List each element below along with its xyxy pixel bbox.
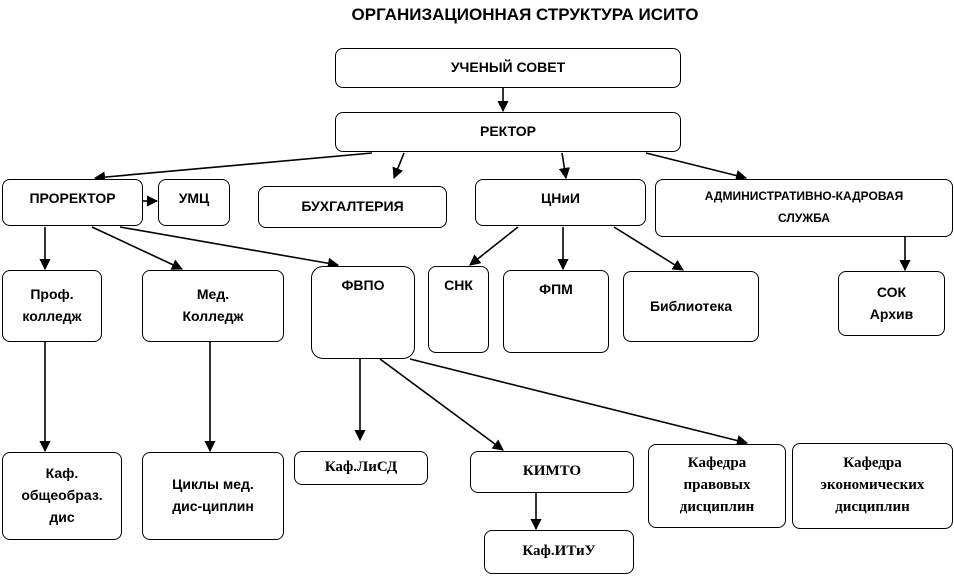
node-admin: АДМИНИСТРАТИВНО-КАДРОВАЯ СЛУЖБА bbox=[655, 179, 953, 237]
node-prof-college: Проф. колледж bbox=[2, 270, 102, 342]
diagram-title: ОРГАНИЗАЦИОННАЯ СТРУКТУРА ИСИТО bbox=[351, 5, 699, 24]
arrow-prorector-to-med-college bbox=[91, 226, 184, 270]
node-prorector: ПРОРЕКТОР bbox=[2, 179, 143, 226]
node-med-college: Мед. Колледж bbox=[142, 270, 284, 342]
node-sok: СОК Архив bbox=[838, 271, 945, 336]
node-library: Библиотека bbox=[623, 271, 759, 342]
node-kaf-law: Кафедра правовых дисциплин bbox=[648, 444, 786, 528]
arrow-rector-to-accounting bbox=[392, 152, 405, 180]
arrow-fvpo-to-kimto bbox=[379, 358, 504, 451]
arrow-rector-to-prorector bbox=[93, 152, 373, 183]
node-kaf-general: Каф. общеобраз. дис bbox=[2, 452, 122, 540]
arrow-prorector-to-fvpo bbox=[119, 226, 340, 269]
node-cycles-med: Циклы мед. дис-циплин bbox=[142, 452, 284, 540]
node-kaf-econ: Кафедра экономических дисциплин bbox=[792, 443, 953, 529]
node-cnii: ЦНиИ bbox=[475, 179, 646, 226]
node-rector: РЕКТОР bbox=[335, 112, 681, 152]
arrow-fvpo-to-kaf-law bbox=[409, 358, 749, 446]
arrow-cnii-to-snk bbox=[469, 226, 519, 266]
node-fpm: ФПМ bbox=[503, 270, 609, 353]
node-accounting: БУХГАЛТЕРИЯ bbox=[258, 186, 447, 228]
node-snk: СНК bbox=[428, 266, 489, 353]
node-umc: УМЦ bbox=[158, 179, 230, 226]
arrow-rector-to-cnii bbox=[558, 152, 570, 180]
node-fvpo: ФВПО bbox=[311, 266, 415, 359]
node-kimto: КИМТО bbox=[470, 451, 634, 493]
arrow-rector-to-admin bbox=[645, 152, 748, 181]
node-council: УЧЕНЫЙ СОВЕТ bbox=[335, 48, 681, 88]
node-kaf-lisd: Каф.ЛиСД bbox=[294, 451, 428, 485]
node-kaf-itiu: Каф.ИТиУ bbox=[484, 530, 634, 574]
